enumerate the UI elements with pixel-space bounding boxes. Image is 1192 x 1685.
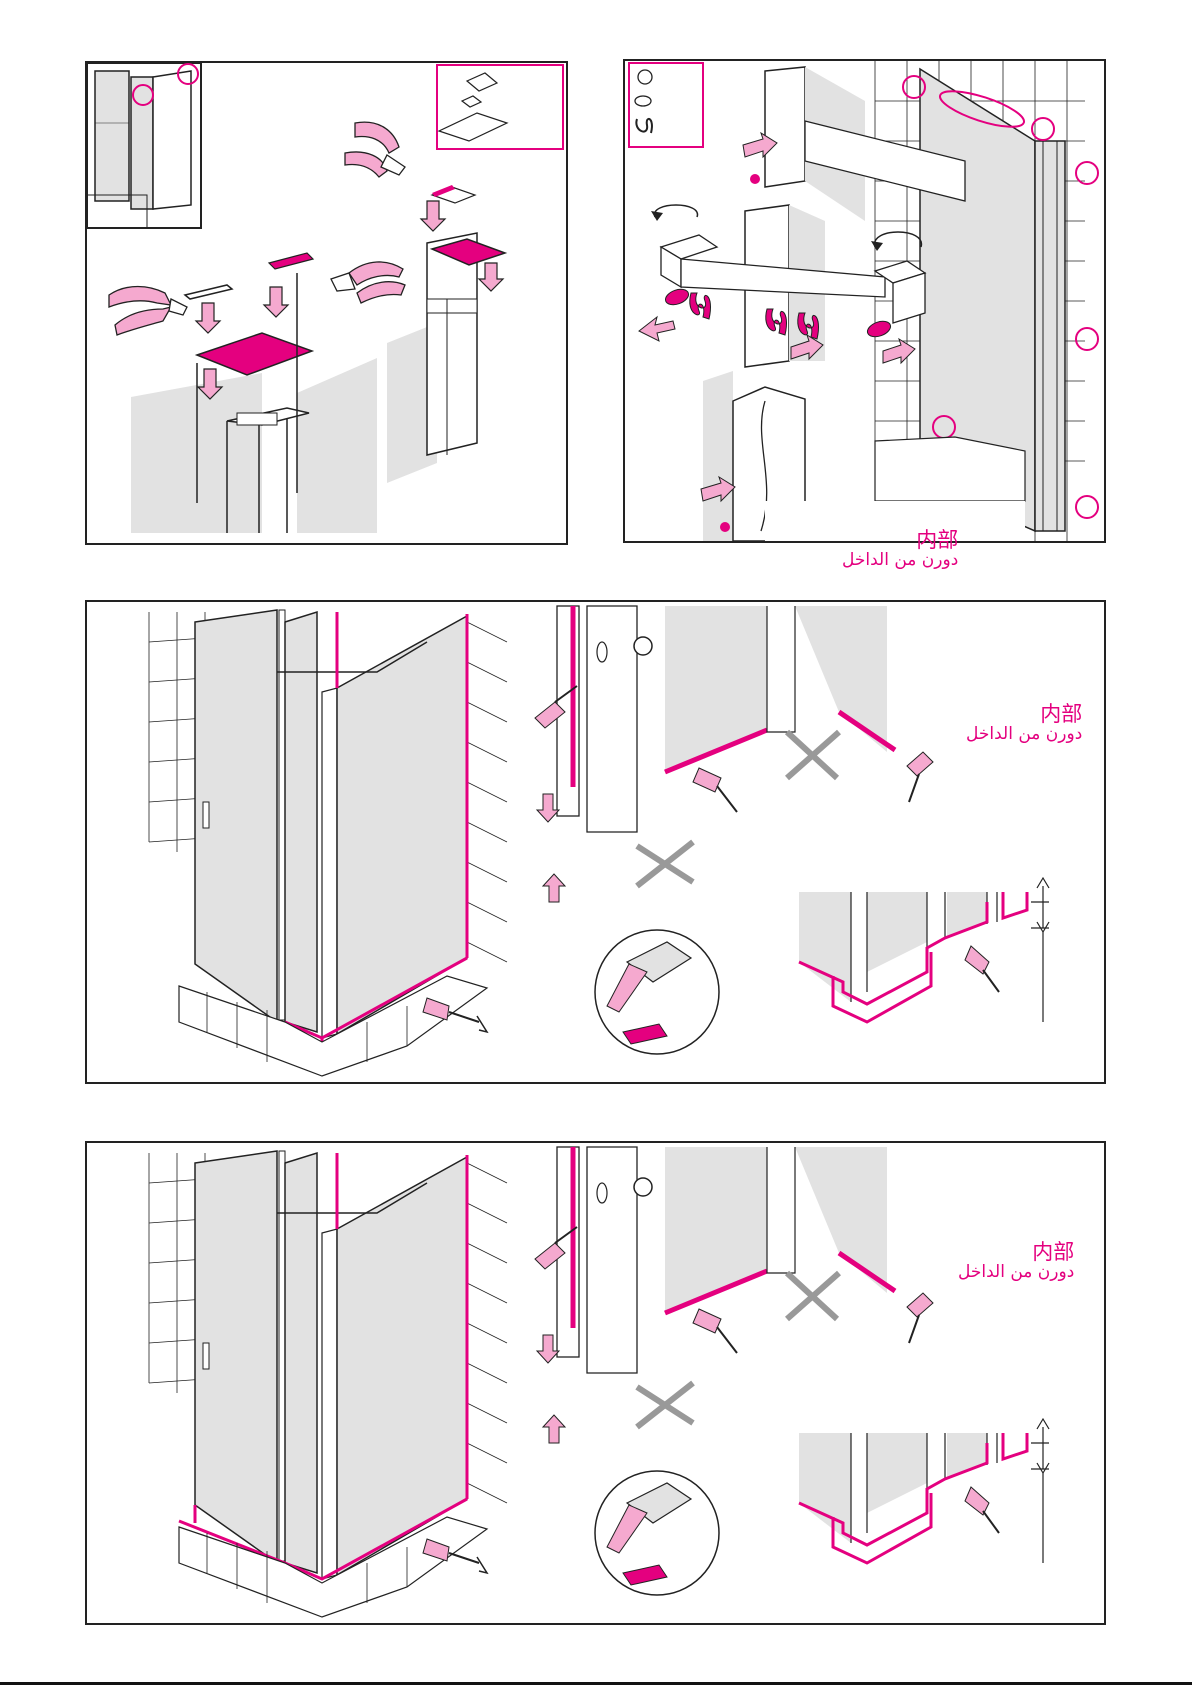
callout-circle-icon (1076, 496, 1098, 518)
panel-step-cut-profile-caps (85, 61, 568, 545)
inside-label-top: 内部 دورن من الداخل (842, 530, 958, 569)
panel-step-seal-outside-variant-a (85, 600, 1106, 1084)
callout-circle-icon (1076, 162, 1098, 184)
seal-variant-b-illustration (87, 1143, 1106, 1625)
dimension-marker (1031, 1419, 1049, 1563)
inside-label-cjk: 内部 (958, 1242, 1074, 1263)
clip-parts-box (629, 63, 703, 147)
callout-circle-icon (1076, 328, 1098, 350)
pliers-icon (345, 122, 405, 177)
pliers-icon (331, 262, 405, 303)
inside-label-arabic: دورن من الداخل (966, 726, 1082, 743)
parts-box (437, 65, 563, 149)
panel-step-seal-outside-variant-b (85, 1141, 1106, 1625)
sealant-gun-icon (965, 1487, 999, 1533)
wall-brace-illustration (625, 61, 1106, 543)
pink-cap-strip (269, 253, 313, 269)
dimension-marker (1031, 878, 1049, 1022)
inside-label-cjk: 内部 (842, 530, 958, 551)
inside-label-bottom: 内部 دورن من الداخل (958, 1242, 1074, 1281)
seal-variant-a-illustration (87, 602, 1106, 1084)
sealant-gun-icon (965, 946, 999, 992)
magnify-detail-icon (595, 1471, 719, 1595)
magnify-detail-icon (595, 930, 719, 1054)
inside-label-mid: 内部 دورن من الداخل (966, 704, 1082, 743)
overview-inset (87, 63, 201, 228)
inside-label-arabic: دورن من الداخل (958, 1264, 1074, 1281)
panel-step-attach-wall-brace (623, 59, 1106, 543)
cut-profile-caps-illustration (87, 63, 568, 545)
inside-label-cjk: 内部 (966, 704, 1082, 725)
pliers-icon (109, 287, 187, 336)
inside-label-arabic: دورن من الداخل (842, 552, 958, 569)
